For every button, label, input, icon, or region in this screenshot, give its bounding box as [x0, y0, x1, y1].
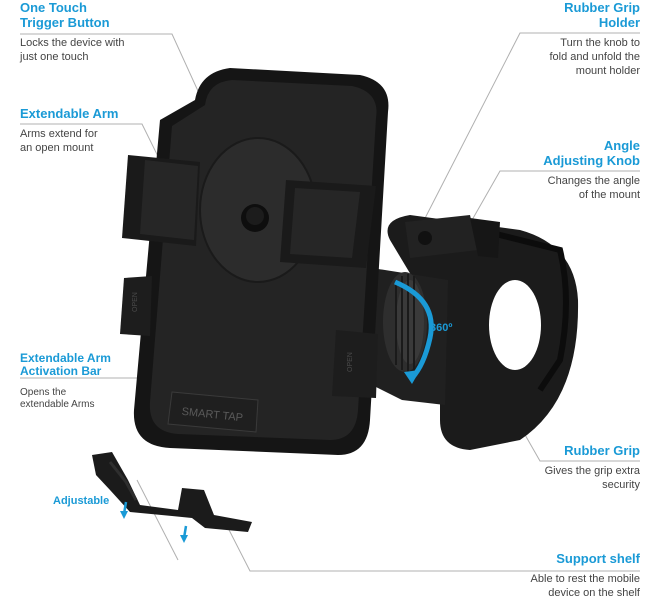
rubber-grip-holder [405, 215, 500, 258]
callout-extendable-arm: Extendable Arm Arms extend for an open m… [20, 106, 119, 155]
rotation-arrowhead-icon [404, 370, 420, 384]
callout-desc: Changes the angle of the mount [547, 175, 640, 201]
callout-angle-knob: Angle Adjusting Knob Changes the angle o… [543, 138, 640, 202]
open-text-left: OPEN [132, 292, 139, 312]
callout-desc: Arms extend for an open mount [20, 128, 98, 154]
callout-title: One Touch Trigger Button [20, 0, 110, 30]
callout-title: Angle Adjusting Knob [543, 138, 640, 168]
callout-desc: Locks the device with just one touch [20, 37, 125, 63]
rotation-degree-label: 360º [430, 322, 453, 334]
callout-rubber-grip-holder: Rubber Grip Holder Turn the knob to fold… [549, 0, 640, 78]
adjustable-label: Adjustable [53, 495, 110, 507]
adjustable-arrow-icons [120, 501, 188, 543]
callout-title: Extendable Arm [20, 106, 119, 121]
callout-title: Support shelf [556, 551, 640, 566]
callout-title: Rubber Grip Holder [564, 0, 640, 30]
phone-holder: SMART TAP OPEN OPEN [120, 68, 389, 455]
open-text-right: OPEN [347, 352, 354, 372]
callout-desc: Gives the grip extra security [544, 465, 640, 491]
callout-activation-bar: Extendable Arm Activation Bar Opens the … [20, 352, 111, 411]
leader-lines [20, 32, 640, 572]
callout-desc: Able to rest the mobile device on the sh… [530, 573, 640, 599]
rotation-arrow-icon [394, 279, 434, 380]
support-shelf [92, 452, 252, 532]
callout-title: Extendable Arm Activation Bar [20, 351, 111, 378]
callout-one-touch-trigger: One Touch Trigger Button Locks the devic… [20, 0, 125, 64]
callout-support-shelf: Support shelf Able to rest the mobile de… [531, 551, 640, 600]
callout-desc: Opens the extendable Arms [20, 387, 95, 410]
callout-rubber-grip: Rubber Grip Gives the grip extra securit… [545, 443, 640, 492]
callout-desc: Turn the knob to fold and unfold the mou… [549, 37, 640, 77]
callout-title: Rubber Grip [564, 443, 640, 458]
